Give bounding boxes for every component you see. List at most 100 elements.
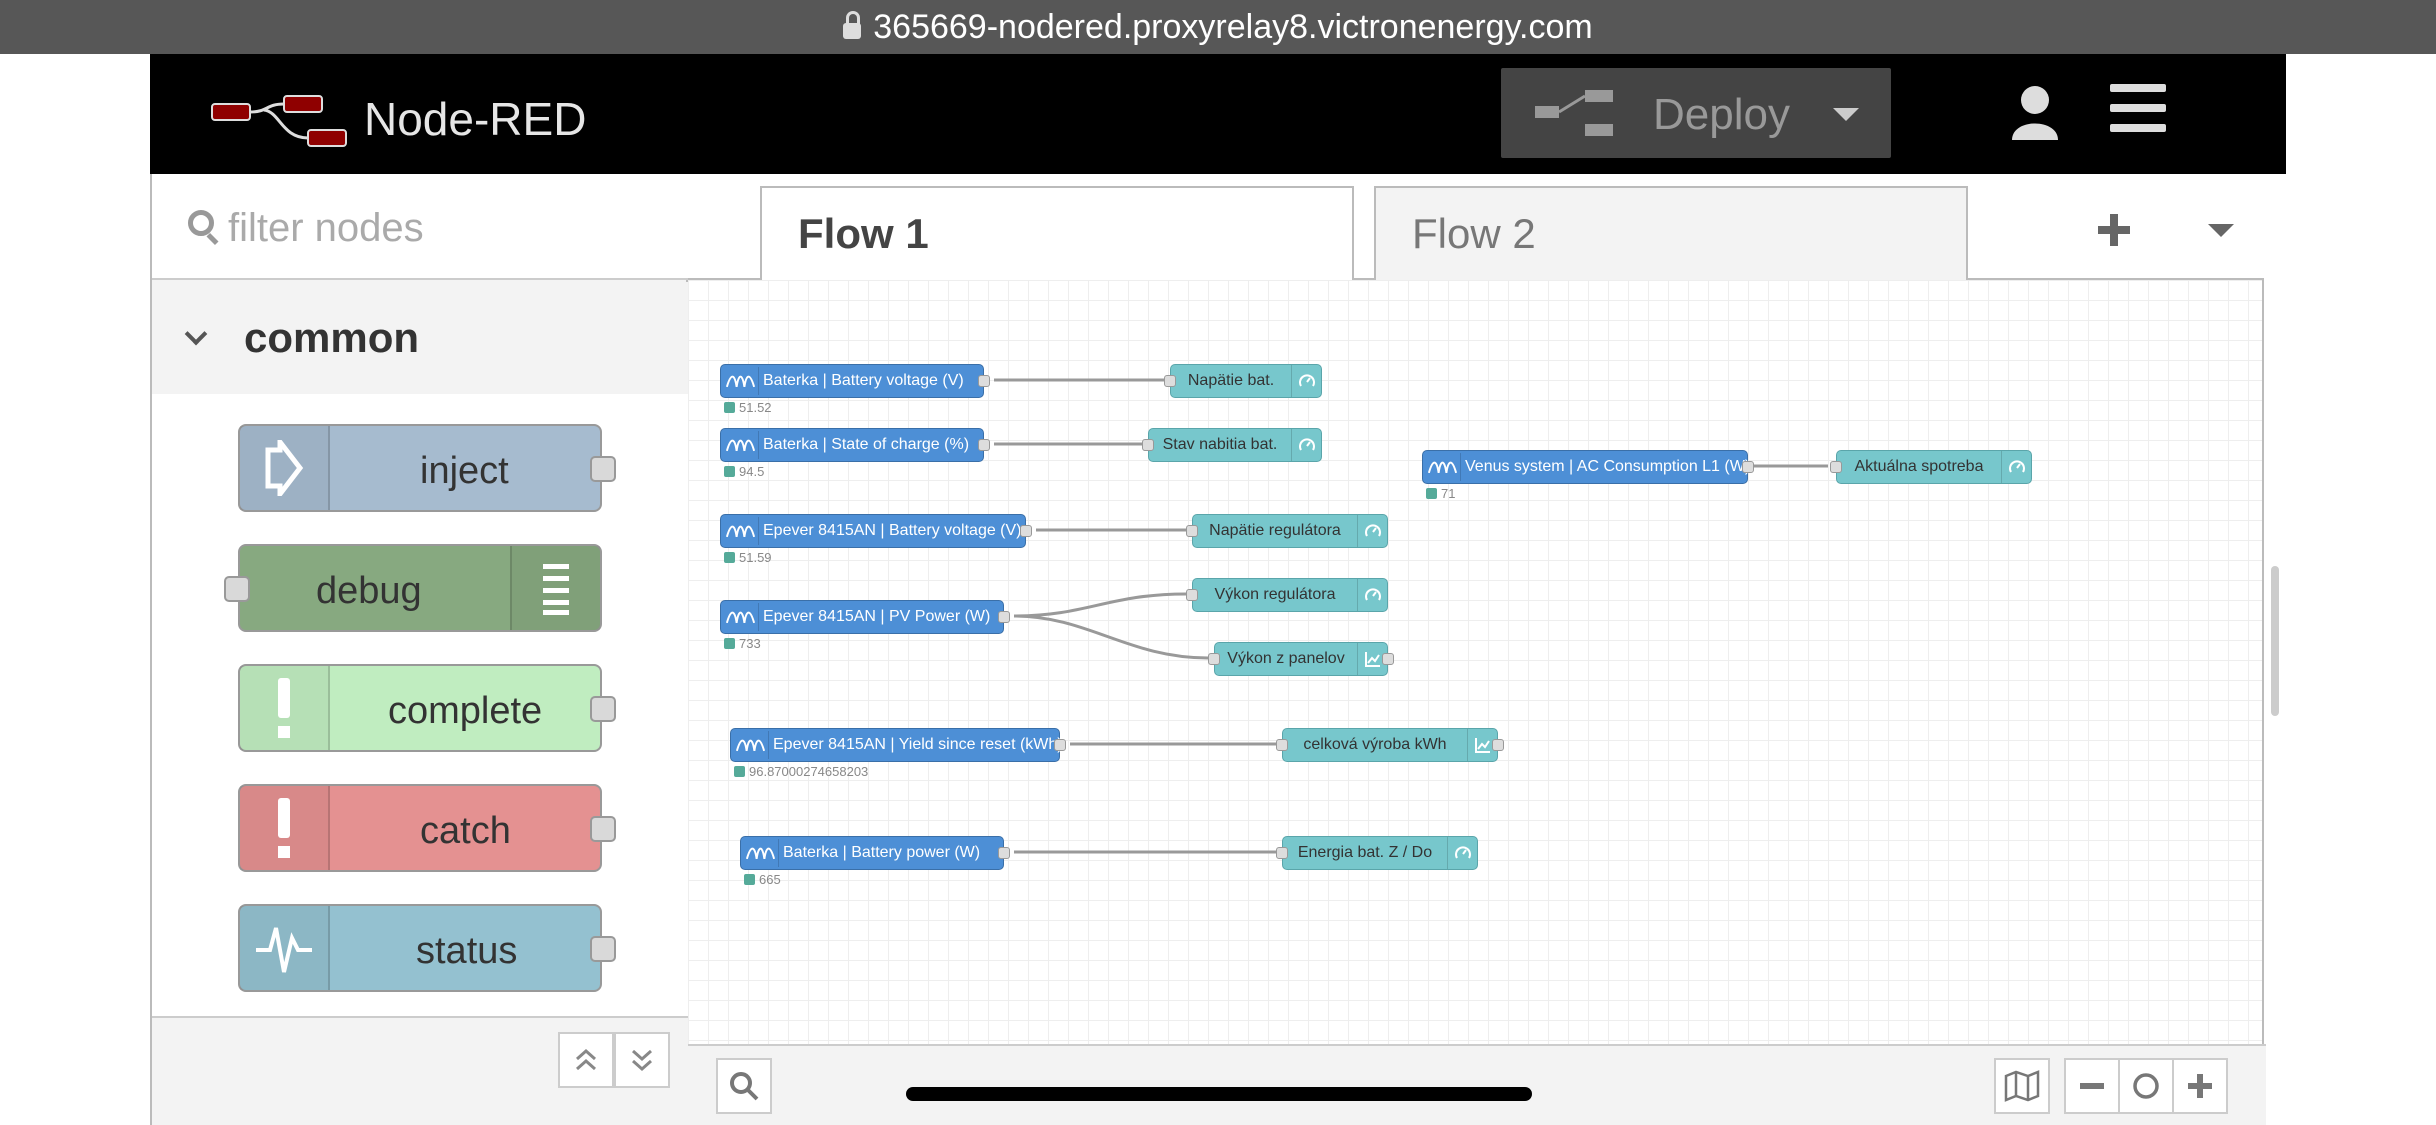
tab-flow-2[interactable]: Flow 2	[1374, 186, 1968, 282]
search-icon	[730, 1072, 759, 1101]
input-port[interactable]	[1830, 461, 1842, 473]
pulse-icon	[240, 906, 330, 990]
node-label: Baterka | Battery power (W)	[783, 844, 981, 861]
flow-node-ui-chart[interactable]: celková výroba kWh	[1276, 728, 1504, 762]
input-port[interactable]	[1164, 375, 1176, 387]
palette-node-label: complete	[388, 690, 543, 732]
flow-node-victron[interactable]: Baterka | Battery power (W)	[740, 836, 1010, 870]
node-status: 94.5	[724, 464, 764, 479]
gauge-icon	[1291, 365, 1321, 397]
input-port[interactable]	[1276, 847, 1288, 859]
node-red-logo	[211, 95, 347, 147]
navigator-button[interactable]	[1994, 1058, 2050, 1114]
flow-node-ui-gauge[interactable]: Aktuálna spotreba	[1830, 450, 2032, 484]
output-port	[590, 816, 616, 842]
palette-node-complete[interactable]: complete	[238, 664, 616, 752]
tab-flow-1[interactable]: Flow 1	[760, 186, 1354, 282]
app-title: Node-RED	[364, 93, 587, 145]
node-label: Epever 8415AN | Battery voltage (V)	[763, 522, 1022, 539]
tab-list-dropdown-icon[interactable]	[2208, 224, 2234, 237]
input-port[interactable]	[1208, 653, 1220, 665]
node-red-app: Node-RED Deploy common	[150, 54, 2286, 1125]
output-port[interactable]	[1382, 653, 1394, 665]
gauge-icon	[1357, 515, 1387, 547]
node-status: 96.87000274658203	[734, 764, 868, 779]
flow-node-victron[interactable]: Epever 8415AN | Yield since reset (kWh)	[730, 728, 1066, 762]
palette-node-catch[interactable]: catch	[238, 784, 616, 872]
lock-icon	[843, 11, 862, 39]
node-status: 665	[744, 872, 781, 887]
output-port[interactable]	[1492, 739, 1504, 751]
palette-node-inject[interactable]: inject	[238, 424, 616, 512]
output-port[interactable]	[1742, 461, 1754, 473]
home-indicator	[906, 1087, 1532, 1101]
expand-all-button[interactable]	[614, 1032, 670, 1088]
node-label: Epever 8415AN | PV Power (W)	[763, 608, 991, 625]
victron-wave-icon	[735, 731, 769, 759]
flow-node-ui-gauge[interactable]: Stav nabitia bat.	[1142, 428, 1322, 462]
node-status: 51.59	[724, 550, 772, 565]
flow-node-victron[interactable]: Epever 8415AN | Battery voltage (V)	[720, 514, 1032, 548]
collapse-all-button[interactable]	[558, 1032, 614, 1088]
wire	[1013, 614, 1209, 660]
node-label: Venus system | AC Consumption L1 (W)	[1465, 458, 1751, 475]
flow-node-ui-gauge[interactable]: Napätie bat.	[1164, 364, 1322, 398]
palette-node-label: status	[416, 930, 518, 972]
zoom-out-button[interactable]	[2064, 1058, 2120, 1114]
flow-node-ui-gauge[interactable]: Energia bat. Z / Do	[1276, 836, 1478, 870]
output-port	[590, 936, 616, 962]
flow-node-victron[interactable]: Epever 8415AN | PV Power (W)	[720, 600, 1010, 634]
output-port[interactable]	[998, 611, 1010, 623]
exclamation-icon	[240, 786, 330, 870]
flow-node-victron[interactable]: Baterka | Battery voltage (V)	[720, 364, 990, 398]
debug-list-icon	[510, 546, 600, 630]
user-icon[interactable]	[2000, 78, 2070, 148]
node-label: Energia bat. Z / Do	[1297, 844, 1433, 861]
filter-nodes-input[interactable]	[228, 200, 648, 256]
palette-node-label: catch	[420, 810, 511, 852]
palette-node-label: inject	[420, 450, 509, 492]
zoom-in-button[interactable]	[2172, 1058, 2228, 1114]
input-port	[224, 576, 250, 602]
input-port[interactable]	[1186, 589, 1198, 601]
flow-node-victron[interactable]: Venus system | AC Consumption L1 (W)	[1422, 450, 1754, 484]
victron-wave-icon	[725, 367, 759, 395]
browser-url-bar[interactable]: 365669-nodered.proxyrelay8.victronenergy…	[0, 0, 2436, 54]
output-port[interactable]	[998, 847, 1010, 859]
node-label: Epever 8415AN | Yield since reset (kWh)	[773, 736, 1063, 753]
flow-node-ui-gauge[interactable]: Napätie regulátora	[1186, 514, 1388, 548]
output-port[interactable]	[978, 375, 990, 387]
flow-canvas[interactable]: Baterka | Battery voltage (V) 51.52 Bate…	[688, 280, 2264, 1044]
search-flows-button[interactable]	[716, 1058, 772, 1114]
palette-node-debug[interactable]: debug	[224, 544, 602, 632]
victron-wave-icon	[745, 839, 779, 867]
node-label: Napätie regulátora	[1209, 522, 1341, 539]
main-menu-icon[interactable]	[2110, 84, 2166, 132]
search-icon	[188, 210, 214, 236]
flow-node-ui-gauge[interactable]: Výkon regulátora	[1186, 578, 1388, 612]
flow-node-victron[interactable]: Baterka | State of charge (%)	[720, 428, 990, 462]
canvas-scrollbar[interactable]	[2271, 566, 2279, 716]
palette-node-status[interactable]: status	[238, 904, 616, 992]
input-port[interactable]	[1186, 525, 1198, 537]
double-chevron-up-icon	[576, 1048, 596, 1071]
chevron-down-icon	[184, 322, 208, 346]
zoom-reset-button[interactable]	[2118, 1058, 2174, 1114]
add-flow-icon[interactable]	[2096, 212, 2132, 248]
flow-node-ui-chart[interactable]: Výkon z panelov	[1208, 642, 1394, 676]
double-chevron-down-icon	[632, 1049, 652, 1072]
deploy-dropdown-icon[interactable]	[1833, 108, 1859, 121]
input-port[interactable]	[1142, 439, 1154, 451]
deploy-button[interactable]: Deploy	[1501, 68, 1891, 158]
output-port	[590, 696, 616, 722]
gauge-icon	[2001, 451, 2031, 483]
category-header-common[interactable]: common	[152, 282, 688, 394]
output-port[interactable]	[978, 439, 990, 451]
tab-label: Flow 2	[1412, 210, 1536, 257]
output-port[interactable]	[1054, 739, 1066, 751]
output-port[interactable]	[1020, 525, 1032, 537]
victron-wave-icon	[725, 517, 759, 545]
node-label: celková výroba kWh	[1303, 736, 1447, 753]
gauge-icon	[1291, 429, 1321, 461]
input-port[interactable]	[1276, 739, 1288, 751]
